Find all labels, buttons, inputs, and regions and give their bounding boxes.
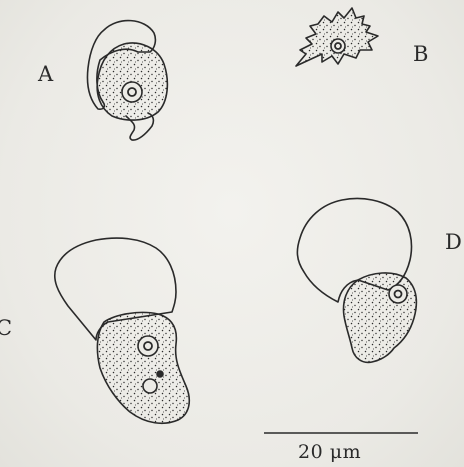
cell-c-nucleolus	[144, 342, 152, 350]
cell-label-d: D	[445, 232, 462, 253]
cell-c-body	[97, 312, 189, 423]
cell-a-nucleolus	[128, 88, 136, 96]
cell-d-body	[344, 273, 417, 362]
cell-label-b: B	[413, 44, 428, 65]
cell-b-nucleolus	[335, 43, 341, 49]
cell-c	[55, 238, 190, 423]
cell-label-a: A	[38, 64, 53, 85]
cell-a	[87, 21, 167, 141]
scale-bar-label: 20 μm	[298, 441, 361, 463]
cell-c-granule	[157, 371, 163, 377]
cell-b	[296, 8, 378, 66]
cell-d	[297, 199, 416, 363]
cell-d-nucleolus	[395, 291, 402, 298]
cell-b-body	[296, 8, 378, 66]
cell-c-vacuole	[143, 379, 157, 393]
cell-label-c: C	[0, 318, 12, 339]
